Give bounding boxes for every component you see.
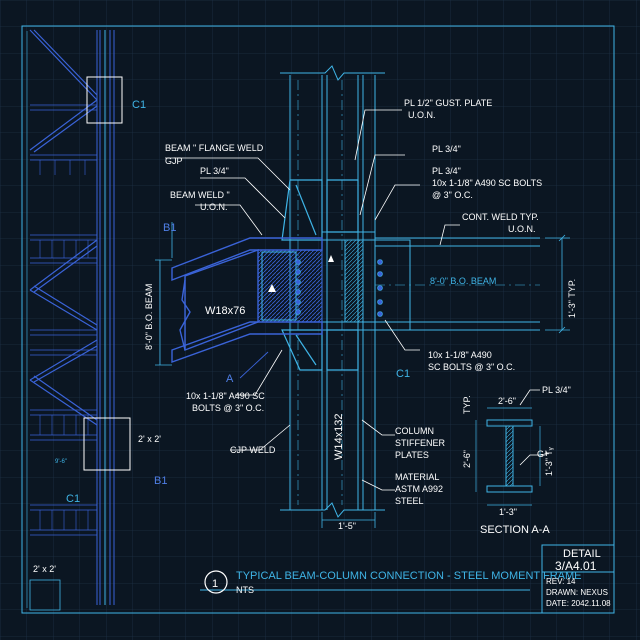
title-block-date: DATE: 2042.11.08: [546, 599, 611, 608]
section-plate-label: PL 3/4": [542, 385, 571, 395]
callout-gusset-plate: PL 1/2" GUST. PLATE: [404, 98, 492, 108]
callout-pl34-right: PL 3/4": [432, 166, 461, 176]
callout-bolts-left-1: 10x 1-1/8" A490 SC: [186, 391, 265, 401]
marker-c1-bottom-left: C1: [66, 493, 80, 505]
section-a-a: [475, 407, 541, 506]
leader-lines: [165, 109, 545, 491]
title-block-rev: REV: 14: [546, 577, 576, 586]
callout-cjp-weld: CJP WELD: [230, 445, 276, 455]
end-plate-bolts: [295, 259, 383, 317]
section-arrow-icon: [328, 255, 334, 262]
callout-beam-weld: BEAM WELD ": [170, 190, 230, 200]
callout-beam-flange-weld-sub: GJP: [165, 156, 183, 166]
section-bottom-dim: 1'-3": [499, 507, 517, 517]
callout-col-dim: 1'-5": [338, 521, 356, 531]
marker-small-dim: 9'-6": [55, 459, 67, 465]
callout-gusset-uon: U.O.N.: [408, 110, 436, 120]
callout-cont-weld-uon: U.O.N.: [508, 224, 536, 234]
section-width-dim: 2'-6": [498, 396, 516, 406]
section-inner-dim: 1'-3" Tᵧ: [544, 447, 554, 476]
marker-lines: [239, 351, 269, 379]
title-block-sheet-ref: 3/A4.01: [555, 559, 597, 573]
callout-col-stiffener-3: PLATES: [395, 450, 429, 460]
callout-beam-weld-uon: U.O.N.: [200, 202, 228, 212]
dim-column-width: [321, 512, 376, 528]
detail-callout-box-bottom: [83, 417, 131, 471]
callout-col-stiffener-2: STIFFENER: [395, 438, 446, 448]
section-typ-label: TYP.: [462, 395, 472, 414]
callout-bolts-right-2: SC BOLTS @ 3" O.C.: [428, 362, 515, 372]
dim-beam-depth-left: [155, 222, 173, 366]
callout-bolts-left-2: BOLTS @ 3" O.C.: [192, 403, 264, 413]
section-height-dim: 2'-6": [462, 450, 472, 468]
detail-number-circle: [204, 570, 228, 594]
callout-material-2: ASTM A992: [395, 484, 443, 494]
callout-cont-weld: CONT. WELD TYP.: [462, 212, 539, 222]
column-size-label: W14x132: [333, 414, 345, 460]
callout-col-stiffener-1: COLUMN: [395, 426, 434, 436]
beam-size-label: W18x76: [205, 305, 245, 317]
section-weld-label: G+: [537, 449, 549, 459]
callout-pl34-left: PL 3/4": [200, 166, 229, 176]
section-title: SECTION A-A: [480, 524, 550, 536]
marker-a: A: [226, 373, 234, 385]
callout-bolts-right-1: 10x 1-1/8" A490: [428, 350, 492, 360]
beam-right-w18: [374, 237, 540, 331]
title-block-drawn: DRAWN: NEXUS: [546, 588, 608, 597]
grid-scale-box: [29, 579, 61, 611]
callout-material-3: STEEL: [395, 496, 424, 506]
callout-typ-dim: 1'-3" TYP.: [567, 279, 577, 318]
detail-callout-box-top: [86, 76, 123, 124]
beam-left-w18: [171, 237, 323, 363]
marker-b1-top: B1: [163, 222, 176, 234]
weld-flag-icon: [268, 284, 276, 292]
marker-b1-bottom: B1: [154, 475, 167, 487]
title-block-frame: [200, 544, 615, 614]
callout-material-1: MATERIAL: [395, 472, 439, 482]
callout-beam-flange-weld: BEAM " FLANGE WELD: [165, 143, 264, 153]
marker-grid-2x2: 2' x 2': [33, 564, 56, 574]
frame-elevation: [29, 29, 115, 605]
drawing-title: TYPICAL BEAM-COLUMN CONNECTION - STEEL M…: [236, 570, 582, 582]
sheet-border: [21, 25, 615, 614]
marker-c1-top-left: C1: [132, 99, 146, 111]
detail-number: 1: [212, 578, 218, 590]
marker-c1-mid: C1: [396, 368, 410, 380]
dim-beam-depth-right: [545, 234, 570, 334]
callout-beam-bo-left: 8'-0" B.O. BEAM: [144, 284, 154, 350]
callout-bolts-top-1: 10x 1-1/8" A490 SC BOLTS: [432, 178, 542, 188]
title-block-detail-label: DETAIL: [563, 548, 601, 560]
callout-beam-bo-right: 8'-0" B.O. BEAM: [430, 276, 496, 286]
marker-box-2x2: 2' x 2': [138, 434, 161, 444]
drawing-scale: NTS: [236, 585, 254, 595]
callout-bolts-top-2: @ 3" O.C.: [432, 190, 473, 200]
callout-pl34-right-top: PL 3/4": [432, 144, 461, 154]
